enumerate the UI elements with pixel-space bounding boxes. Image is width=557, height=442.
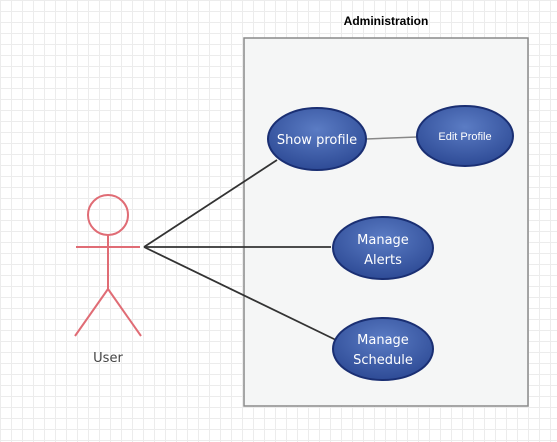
actor-head: [87, 194, 129, 236]
usecase-edit-profile[interactable]: Edit Profile: [416, 105, 514, 167]
usecase-show-profile[interactable]: Show profile: [267, 107, 367, 171]
usecase-show-profile-label: Show profile: [277, 133, 357, 148]
connector-user-manage-schedule: [143, 246, 337, 341]
usecase-edit-profile-label: Edit Profile: [438, 131, 491, 143]
usecase-manage-alerts[interactable]: Manage Alerts: [332, 216, 434, 280]
actor-left-leg: [74, 288, 109, 337]
system-title: Administration: [344, 14, 429, 28]
actor-user[interactable]: [74, 194, 142, 337]
actor-label: User: [93, 351, 123, 366]
connector-show-profile-edit-profile: [365, 136, 418, 140]
actor-right-leg: [107, 288, 142, 337]
usecase-manage-alerts-label-line1: Manage: [357, 233, 409, 248]
usecase-manage-schedule-label-line1: Manage: [357, 333, 409, 348]
connector-user-show-profile: [143, 159, 278, 248]
usecase-manage-alerts-label-line2: Alerts: [364, 253, 402, 268]
usecase-manage-schedule-label-line2: Schedule: [353, 353, 413, 368]
usecase-manage-schedule[interactable]: Manage Schedule: [332, 317, 434, 381]
